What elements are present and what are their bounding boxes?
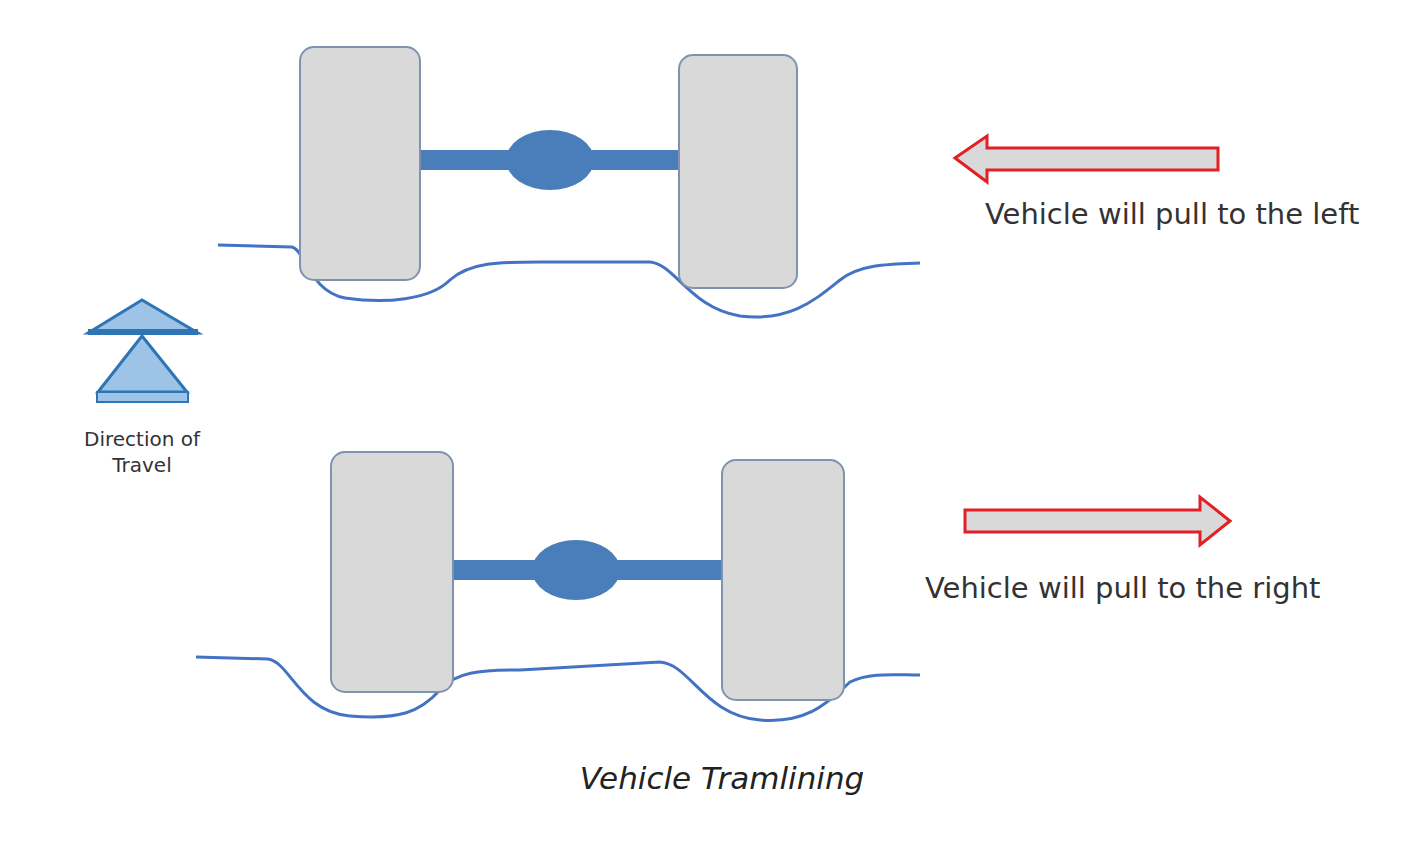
pull-right-arrow	[965, 497, 1230, 545]
travel-direction-label: Direction of Travel	[82, 426, 202, 478]
wheel	[300, 47, 420, 280]
wheel	[331, 452, 453, 692]
wheel	[679, 55, 797, 288]
arrow-base	[97, 392, 188, 402]
arrow-body	[98, 336, 187, 392]
arrow-bar	[88, 329, 198, 335]
pull-direction-label: Vehicle will pull to the left	[985, 196, 1359, 234]
top-axle-assembly	[218, 47, 920, 317]
differential	[506, 130, 594, 190]
pull-left-arrow	[955, 136, 1218, 182]
caption: Vehicle Tramlining	[580, 760, 865, 796]
wheel	[722, 460, 844, 700]
bottom-axle-assembly	[196, 452, 920, 720]
pull-direction-label: Vehicle will pull to the right	[925, 570, 1320, 608]
direction-arrow	[88, 300, 198, 402]
arrow-head	[88, 300, 198, 333]
differential	[532, 540, 620, 600]
